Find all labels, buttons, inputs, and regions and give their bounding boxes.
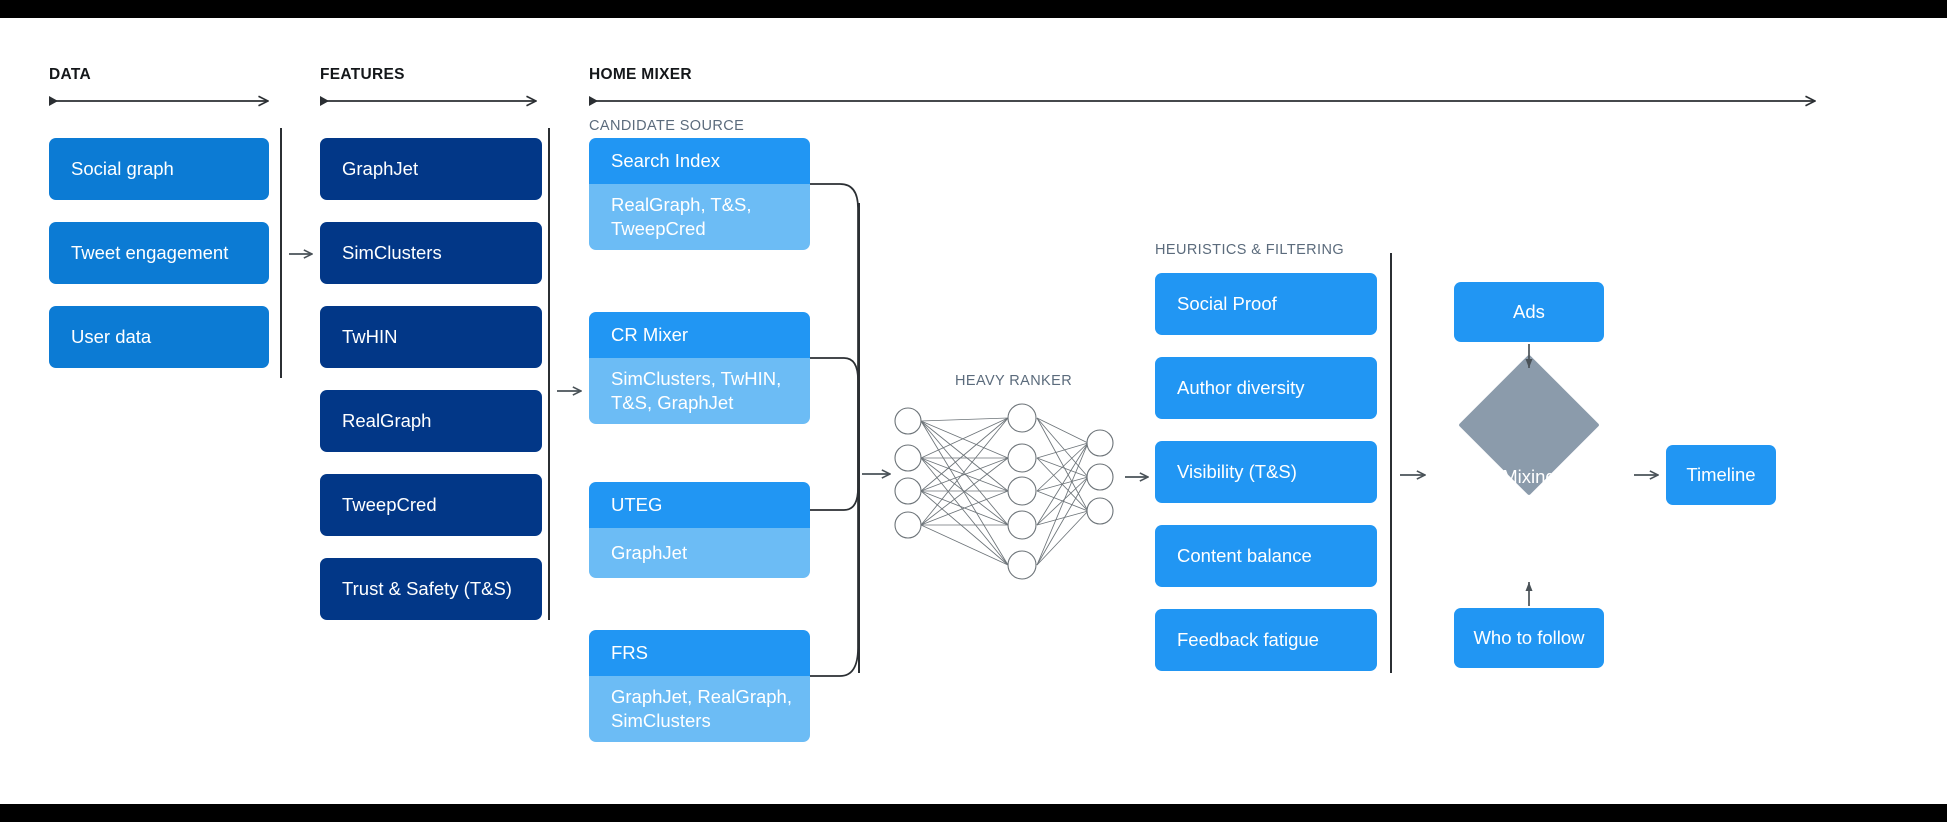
divider-features-homemixer	[548, 128, 550, 620]
candidate-source-uteg[interactable]: UTEG GraphJet	[589, 482, 810, 578]
connector-overlay	[49, 18, 1947, 677]
axis-arrow-home-mixer	[589, 96, 1815, 106]
heuristic-box-label: Content balance	[1177, 545, 1312, 567]
feature-box-twhin[interactable]: TwHIN	[320, 306, 542, 368]
heuristic-box-author-diversity[interactable]: Author diversity	[1155, 357, 1377, 419]
divider-candidatesource-heavyranker	[858, 203, 860, 673]
feature-box-label: GraphJet	[342, 158, 419, 180]
feature-box-label: SimClusters	[342, 242, 442, 264]
section-title-home-mixer: HOME MIXER	[589, 66, 692, 83]
heuristic-box-label: Feedback fatigue	[1177, 629, 1319, 651]
feature-box-simclusters[interactable]: SimClusters	[320, 222, 542, 284]
feature-box-tweepcred[interactable]: TweepCred	[320, 474, 542, 536]
output-box-who-to-follow[interactable]: Who to follow	[1454, 608, 1604, 668]
heuristic-box-feedback-fatigue[interactable]: Feedback fatigue	[1155, 609, 1377, 671]
heuristic-box-label: Visibility (T&S)	[1177, 461, 1297, 483]
candidate-source-search-index[interactable]: Search Index RealGraph, T&S, TweepCred	[589, 138, 810, 250]
data-box-tweet-engagement[interactable]: Tweet engagement	[49, 222, 269, 284]
output-box-label: Ads	[1513, 301, 1545, 323]
output-box-timeline[interactable]: Timeline	[1666, 445, 1776, 505]
divider-data-features	[280, 128, 282, 378]
candidate-source-body: GraphJet	[589, 528, 810, 578]
heuristic-box-label: Author diversity	[1177, 377, 1305, 399]
feature-box-label: TwHIN	[342, 326, 398, 348]
data-box-social-graph[interactable]: Social graph	[49, 138, 269, 200]
data-box-label: User data	[71, 326, 152, 348]
data-box-label: Tweet engagement	[71, 242, 229, 264]
heavy-ranker-network	[894, 403, 1114, 580]
heuristic-box-label: Social Proof	[1177, 293, 1277, 315]
candidate-source-head: UTEG	[589, 482, 810, 528]
bracket-candidate-sources	[810, 183, 859, 677]
feature-box-realgraph[interactable]: RealGraph	[320, 390, 542, 452]
output-box-ads[interactable]: Ads	[1454, 282, 1604, 342]
divider-heuristics-mixing	[1390, 253, 1392, 673]
feature-box-graphjet[interactable]: GraphJet	[320, 138, 542, 200]
axis-arrow-features	[320, 96, 536, 106]
candidate-source-head: CR Mixer	[589, 312, 810, 358]
subsection-title-candidate-source: CANDIDATE SOURCE	[589, 118, 745, 134]
section-title-data: DATA	[49, 66, 91, 83]
feature-box-trust-and-safety[interactable]: Trust & Safety (T&S)	[320, 558, 542, 620]
output-box-label: Who to follow	[1473, 627, 1585, 649]
axis-arrow-data	[49, 96, 268, 106]
mixing-label: Mixing	[1502, 466, 1556, 487]
feature-box-label: TweepCred	[342, 494, 437, 516]
subsection-title-heavy-ranker: HEAVY RANKER	[955, 373, 1073, 389]
candidate-source-cr-mixer[interactable]: CR Mixer SimClusters, TwHIN, T&S, GraphJ…	[589, 312, 810, 424]
subsection-title-heuristics: HEURISTICS & FILTERING	[1155, 242, 1344, 258]
candidate-source-head: Search Index	[589, 138, 810, 184]
feature-box-label: Trust & Safety (T&S)	[342, 578, 512, 600]
candidate-source-head: FRS	[589, 630, 810, 676]
section-title-features: FEATURES	[320, 66, 405, 83]
candidate-source-frs[interactable]: FRS GraphJet, RealGraph, SimClusters	[589, 630, 810, 742]
candidate-source-body: SimClusters, TwHIN, T&S, GraphJet	[589, 358, 810, 424]
data-box-label: Social graph	[71, 158, 174, 180]
heuristic-box-visibility[interactable]: Visibility (T&S)	[1155, 441, 1377, 503]
data-box-user-data[interactable]: User data	[49, 306, 269, 368]
heuristic-box-social-proof[interactable]: Social Proof	[1155, 273, 1377, 335]
candidate-source-body: RealGraph, T&S, TweepCred	[589, 184, 810, 250]
feature-box-label: RealGraph	[342, 410, 432, 432]
candidate-source-body: GraphJet, RealGraph, SimClusters	[589, 676, 810, 742]
heuristic-box-content-balance[interactable]: Content balance	[1155, 525, 1377, 587]
diagram-sheet: DATA FEATURES HOME MIXER CANDIDATE SOURC…	[0, 18, 1947, 804]
output-box-label: Timeline	[1686, 464, 1756, 486]
